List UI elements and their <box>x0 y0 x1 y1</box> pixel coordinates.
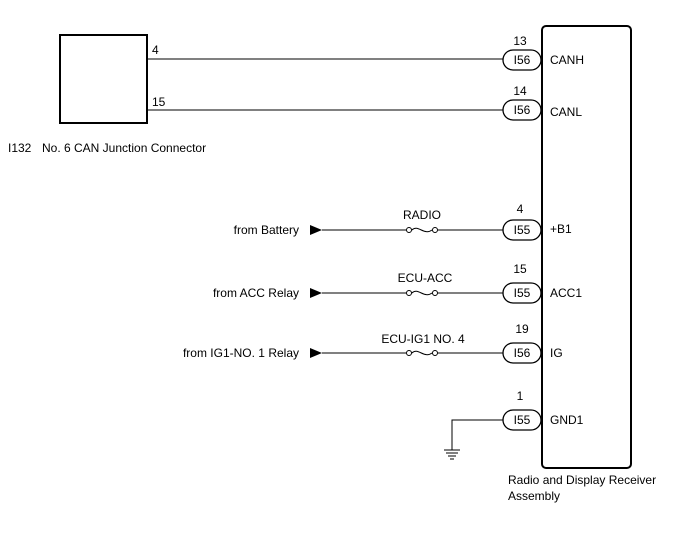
signal-label: +B1 <box>550 222 572 236</box>
wire-ground <box>451 419 503 450</box>
pin-number: 14 <box>513 84 527 98</box>
junction-pin-15: 15 <box>152 95 166 109</box>
fuse-icon <box>406 227 438 233</box>
pin-number: 19 <box>515 322 529 336</box>
signal-label: GND1 <box>550 413 584 427</box>
signal-label: ACC1 <box>550 286 582 300</box>
connector-label: I56 <box>514 346 531 360</box>
pin-gnd1: I55 1 GND1 <box>502 389 584 431</box>
pin-ig: I56 19 IG <box>502 322 563 364</box>
fuse-radio-label: RADIO <box>403 208 441 222</box>
source-ig1-relay-label: from IG1-NO. 1 Relay <box>183 346 299 360</box>
source-battery-label: from Battery <box>234 223 299 237</box>
fuse-icon <box>406 290 438 296</box>
junction-connector-box <box>59 34 148 124</box>
junction-pin-4: 4 <box>152 43 159 57</box>
pin-number: 15 <box>513 262 527 276</box>
connector-label: I56 <box>514 103 531 117</box>
source-acc-relay-label: from ACC Relay <box>213 286 299 300</box>
pin-canh: I56 13 CANH <box>502 34 584 71</box>
pin-number: 13 <box>513 34 527 48</box>
fuse-ecu-ig1-label: ECU-IG1 NO. 4 <box>381 332 465 346</box>
arrow-right-icon <box>310 348 322 358</box>
junction-id-label: I132 <box>8 141 32 155</box>
connector-label: I55 <box>514 286 531 300</box>
junction-name-label: No. 6 CAN Junction Connector <box>42 141 206 155</box>
receiver-assembly-box <box>541 25 632 469</box>
connector-label: I55 <box>514 223 531 237</box>
connector-label: I55 <box>514 413 531 427</box>
pin-number: 4 <box>517 202 524 216</box>
signal-label: CANL <box>550 105 582 119</box>
pin-canl: I56 14 CANL <box>502 84 582 121</box>
arrow-right-icon <box>310 225 322 235</box>
pin-acc1: I55 15 ACC1 <box>502 262 582 304</box>
signal-label: IG <box>550 346 563 360</box>
pin-number: 1 <box>517 389 524 403</box>
pin-b1: I55 4 +B1 <box>502 202 572 241</box>
arrow-right-icon <box>310 288 322 298</box>
fuse-ecu-acc-label: ECU-ACC <box>398 271 453 285</box>
receiver-name-line2: Assembly <box>508 489 560 503</box>
signal-label: CANH <box>550 53 584 67</box>
connector-label: I56 <box>514 53 531 67</box>
fuse-icon <box>406 350 438 356</box>
ground-icon <box>444 449 460 460</box>
receiver-name-line1: Radio and Display Receiver <box>508 473 656 487</box>
